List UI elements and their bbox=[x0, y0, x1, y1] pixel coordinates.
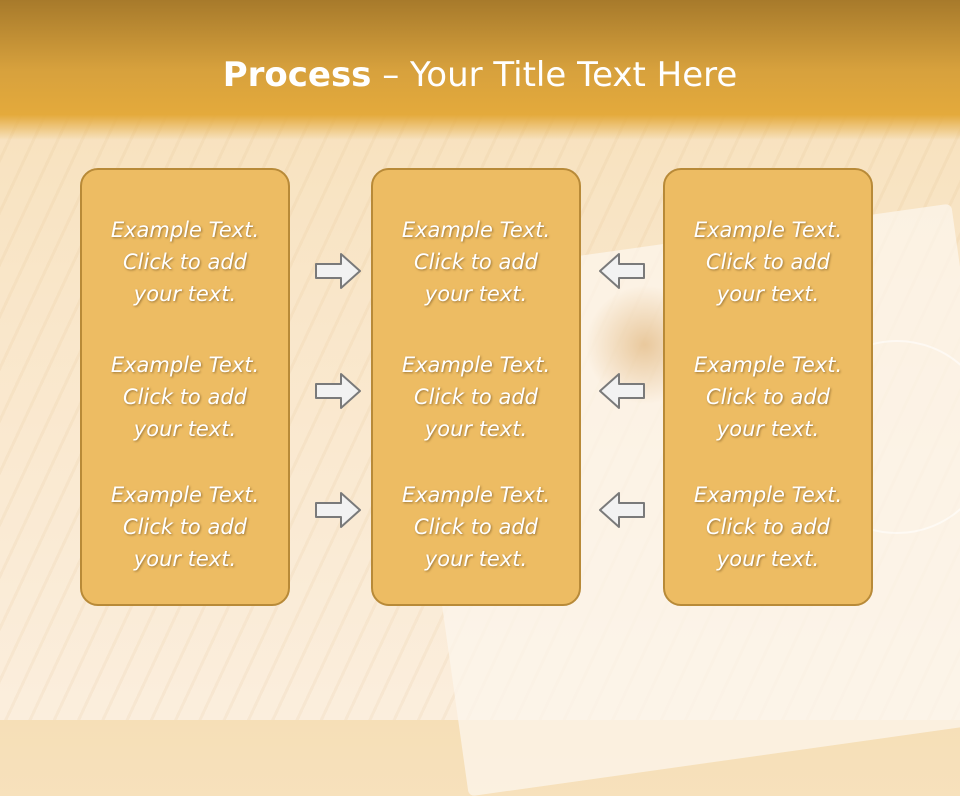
text-line: Example Text. bbox=[401, 353, 551, 377]
text-line: your text. bbox=[133, 282, 237, 306]
text-line: your text. bbox=[133, 417, 237, 441]
title-banner bbox=[0, 0, 960, 140]
text-line: Example Text. bbox=[110, 483, 260, 507]
text-line: Example Text. bbox=[693, 483, 843, 507]
text-line: your text. bbox=[716, 417, 820, 441]
left-arrow-icon[interactable] bbox=[598, 490, 646, 530]
text-line: your text. bbox=[424, 417, 528, 441]
text-line: Click to add bbox=[413, 515, 538, 539]
text-line: Example Text. bbox=[693, 353, 843, 377]
text-line: Click to add bbox=[122, 385, 247, 409]
text-line: Example Text. bbox=[110, 353, 260, 377]
text-line: Click to add bbox=[705, 385, 830, 409]
right-arrow-icon[interactable] bbox=[314, 371, 362, 411]
text-placeholder[interactable]: Example Text. Click to add your text. bbox=[665, 479, 871, 575]
text-line: your text. bbox=[424, 282, 528, 306]
text-line: your text. bbox=[424, 547, 528, 571]
text-line: Example Text. bbox=[401, 218, 551, 242]
right-arrow-icon[interactable] bbox=[314, 490, 362, 530]
text-line: Example Text. bbox=[693, 218, 843, 242]
title-bold-part: Process bbox=[222, 55, 372, 95]
process-box-left[interactable]: Example Text. Click to add your text. Ex… bbox=[80, 168, 290, 606]
text-placeholder[interactable]: Example Text. Click to add your text. bbox=[665, 349, 871, 445]
right-arrow-icon[interactable] bbox=[314, 251, 362, 291]
text-line: Click to add bbox=[122, 515, 247, 539]
text-placeholder[interactable]: Example Text. Click to add your text. bbox=[373, 214, 579, 310]
text-line: Click to add bbox=[122, 250, 247, 274]
text-placeholder[interactable]: Example Text. Click to add your text. bbox=[82, 214, 288, 310]
text-line: your text. bbox=[133, 547, 237, 571]
process-box-right[interactable]: Example Text. Click to add your text. Ex… bbox=[663, 168, 873, 606]
text-placeholder[interactable]: Example Text. Click to add your text. bbox=[373, 479, 579, 575]
text-line: Click to add bbox=[413, 385, 538, 409]
left-arrow-icon[interactable] bbox=[598, 251, 646, 291]
text-line: Example Text. bbox=[110, 218, 260, 242]
left-arrow-icon[interactable] bbox=[598, 371, 646, 411]
text-line: Click to add bbox=[705, 515, 830, 539]
title-rest-part: – Your Title Text Here bbox=[371, 55, 738, 95]
text-line: your text. bbox=[716, 547, 820, 571]
text-line: your text. bbox=[716, 282, 820, 306]
text-placeholder[interactable]: Example Text. Click to add your text. bbox=[82, 479, 288, 575]
text-placeholder[interactable]: Example Text. Click to add your text. bbox=[82, 349, 288, 445]
text-placeholder[interactable]: Example Text. Click to add your text. bbox=[665, 214, 871, 310]
text-line: Click to add bbox=[413, 250, 538, 274]
text-placeholder[interactable]: Example Text. Click to add your text. bbox=[373, 349, 579, 445]
text-line: Example Text. bbox=[401, 483, 551, 507]
slide-title[interactable]: Process – Your Title Text Here bbox=[0, 52, 960, 98]
process-box-middle[interactable]: Example Text. Click to add your text. Ex… bbox=[371, 168, 581, 606]
text-line: Click to add bbox=[705, 250, 830, 274]
